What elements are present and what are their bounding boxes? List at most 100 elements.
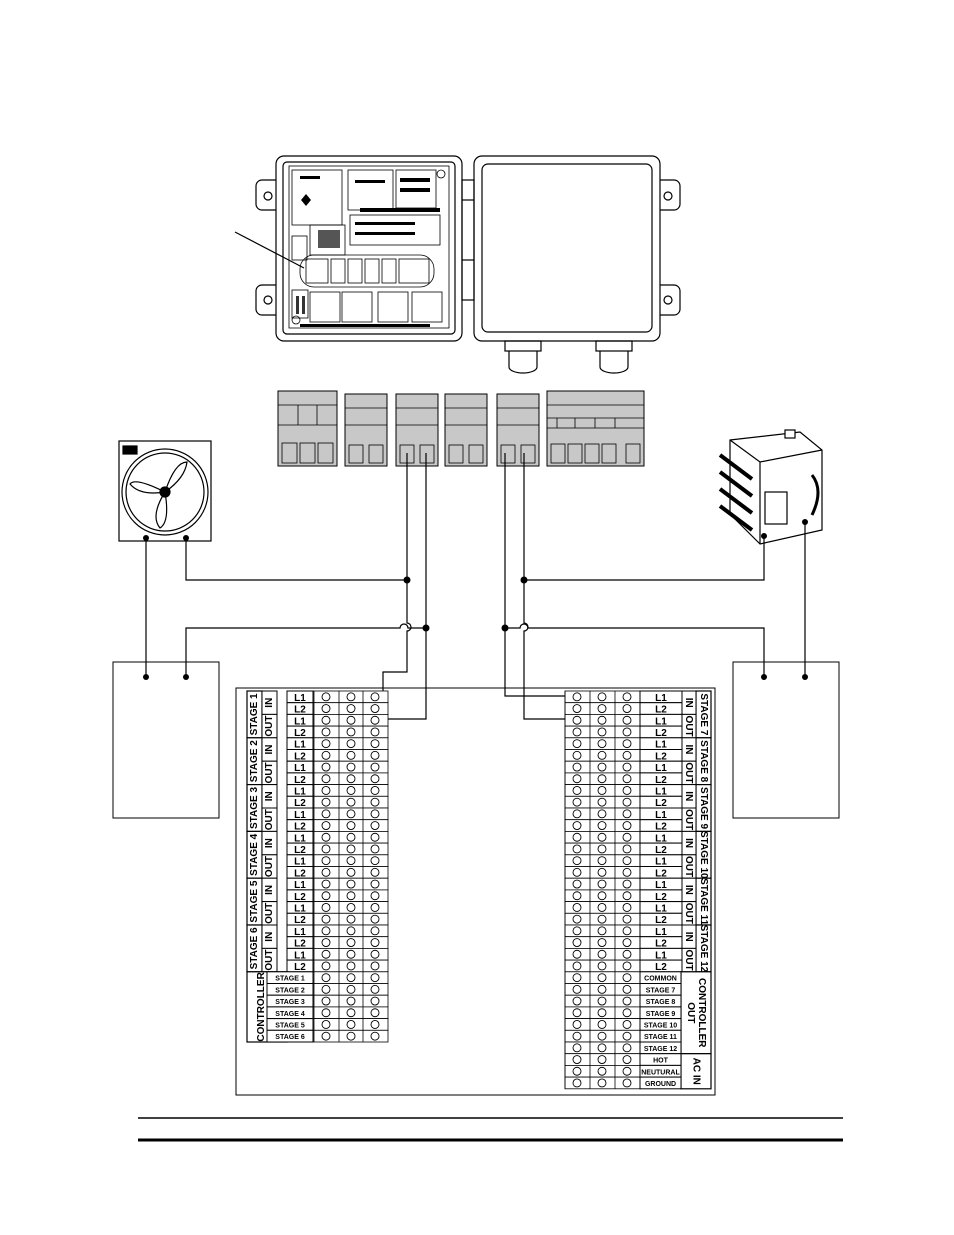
terminal-label: L2	[655, 868, 667, 879]
terminal-screw	[321, 949, 331, 959]
stage-label: STAGE 5	[249, 880, 260, 922]
in-label: IN	[683, 885, 694, 895]
terminal-screw	[622, 750, 632, 760]
stage-label: STAGE 12	[698, 925, 709, 973]
terminal-screw	[321, 762, 331, 772]
terminal-screw	[321, 832, 331, 842]
terminal-screw	[597, 844, 607, 854]
terminal-screw	[370, 715, 380, 725]
terminal-screw	[622, 1031, 632, 1041]
terminal-label: L1	[655, 857, 667, 868]
terminal-label: L2	[294, 775, 306, 786]
terminal-label: L2	[655, 775, 667, 786]
wiring	[145, 453, 806, 720]
terminal-screw	[321, 867, 331, 877]
terminal-screw	[370, 867, 380, 877]
terminal-screw	[346, 727, 356, 737]
ac-in-cell	[680, 1053, 712, 1090]
terminal-screw	[572, 774, 582, 784]
stage-label: STAGE 8	[698, 740, 709, 782]
terminal-screw	[622, 856, 632, 866]
terminal-screw	[321, 938, 331, 947]
terminal-screw	[597, 949, 607, 959]
terminal-screw	[321, 984, 331, 994]
terminal-screw	[597, 891, 607, 901]
stage-label: STAGE 2	[249, 740, 260, 782]
terminal-screw	[346, 938, 356, 947]
terminal-screw	[321, 926, 331, 936]
terminal-screw	[321, 856, 331, 866]
controller-out-row-label: STAGE 5	[275, 1022, 305, 1029]
terminal-label: L1	[655, 833, 667, 844]
ac-in-row-label: NEUTURAL	[641, 1069, 680, 1076]
terminal-screw	[597, 1008, 607, 1018]
controller-out-row-label: STAGE 6	[275, 1034, 305, 1041]
in-label: IN	[264, 932, 275, 942]
out-label: OUT	[264, 762, 275, 783]
terminal-screw	[346, 867, 356, 877]
controller-out-row-label: COMMON	[644, 976, 677, 983]
terminal-screw	[622, 1055, 632, 1065]
terminal-label: L1	[655, 740, 667, 751]
terminal-label: L1	[655, 763, 667, 774]
terminal-screw	[346, 1031, 356, 1041]
controller-out-row-label: STAGE 8	[646, 999, 676, 1006]
terminal-screw	[597, 961, 607, 971]
in-label: IN	[264, 791, 275, 801]
terminal-screw	[622, 1066, 632, 1076]
terminal-screw	[370, 938, 380, 947]
out-label: OUT	[264, 716, 275, 737]
terminal-screw	[321, 809, 331, 819]
terminal-screw	[370, 961, 380, 971]
stage-label: STAGE 7	[698, 693, 709, 735]
terminal-screw	[572, 1019, 582, 1029]
terminal-screw	[622, 879, 632, 889]
terminal-screw	[346, 879, 356, 889]
terminal-label: L1	[294, 716, 306, 727]
terminal-screw	[597, 1031, 607, 1041]
terminal-screw	[370, 727, 380, 737]
terminal-screw	[321, 891, 331, 901]
terminal-screw	[622, 973, 632, 983]
circuit-board	[288, 165, 450, 329]
terminal-label: L2	[294, 705, 306, 716]
terminal-screw	[346, 914, 356, 924]
out-label: OUT	[264, 950, 275, 971]
terminal-screw	[370, 750, 380, 760]
terminal-label: L2	[655, 728, 667, 739]
terminal-screw	[622, 821, 632, 830]
terminal-screw	[370, 1019, 380, 1029]
ac-in-label: AC IN	[690, 1058, 701, 1085]
in-label: IN	[683, 745, 694, 755]
terminal-screw	[346, 692, 356, 702]
terminal-screw	[572, 984, 582, 994]
terminal-screw	[572, 867, 582, 877]
terminal-screw	[597, 973, 607, 983]
terminal-screw	[370, 739, 380, 749]
controller-out-label: CONTROLLER	[256, 971, 267, 1041]
terminal-screw	[622, 1008, 632, 1018]
terminal-screw	[572, 797, 582, 807]
terminal-screw	[321, 774, 331, 784]
terminal-screw	[370, 926, 380, 936]
terminal-screw	[572, 1031, 582, 1041]
terminal-screw	[370, 949, 380, 959]
terminal-screw	[622, 914, 632, 924]
terminal-screw	[346, 903, 356, 912]
terminal-screw	[622, 786, 632, 795]
terminal-label: L2	[294, 868, 306, 879]
terminal-screw	[572, 750, 582, 760]
terminal-screw	[572, 786, 582, 795]
terminal-label: L2	[655, 751, 667, 762]
terminal-screw	[622, 996, 632, 1006]
terminal-screw	[346, 926, 356, 936]
stage-label: STAGE 11	[698, 878, 709, 925]
terminal-screw	[622, 739, 632, 749]
terminal-screw	[370, 774, 380, 784]
terminal-screw	[622, 809, 632, 819]
terminal-screw	[346, 856, 356, 866]
controller-out-row-label: STAGE 7	[646, 987, 676, 994]
controller-out-row-label: STAGE 3	[275, 999, 305, 1006]
terminal-screw	[321, 797, 331, 807]
